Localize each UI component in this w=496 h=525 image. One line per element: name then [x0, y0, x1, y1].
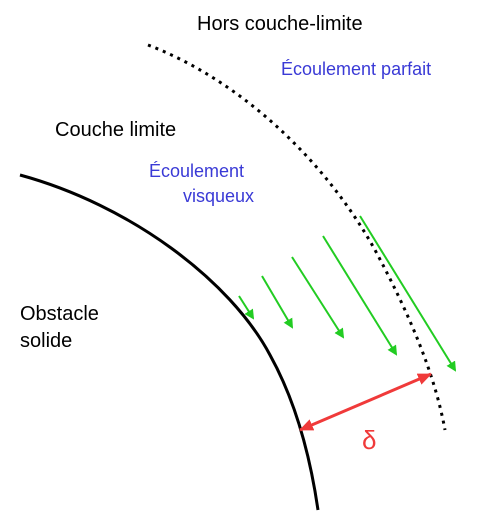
obstacle-label-line2: solide — [20, 330, 72, 352]
boundary-layer-edge — [147, 43, 447, 431]
thickness-arrow — [299, 372, 432, 432]
velocity-arrow — [238, 295, 255, 320]
outside-label: Hors couche-limite — [197, 13, 363, 35]
ideal-flow-label: Écoulement parfait — [281, 59, 431, 79]
boundary-layer-label: Couche limite — [55, 119, 176, 141]
obstacle-surface — [19, 173, 320, 511]
viscous-flow-label-line1: Écoulement — [149, 161, 244, 181]
obstacle-label-line1: Obstacle — [20, 303, 99, 325]
velocity-arrow — [261, 275, 294, 329]
velocity-arrow — [291, 256, 345, 339]
viscous-flow-label-line2: visqueux — [183, 186, 254, 206]
thickness-symbol: δ — [362, 425, 376, 455]
velocity-arrow — [322, 235, 398, 356]
velocity-arrow — [359, 215, 457, 372]
